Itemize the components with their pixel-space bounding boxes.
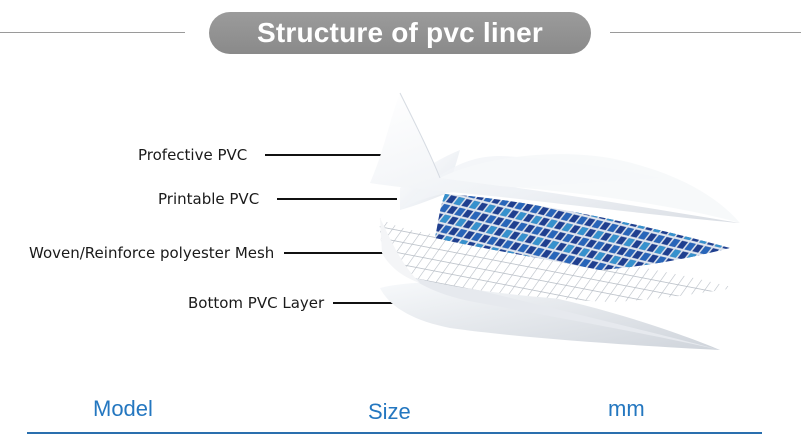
column-header-size: Size (368, 399, 411, 424)
layer-label-printable-pvc: Printable PVC (158, 190, 260, 208)
leader-line-protective-pvc (265, 154, 387, 156)
diagram-title: Structure of pvc liner (209, 12, 591, 54)
layer-label-protective-pvc: Profective PVC (138, 146, 248, 164)
layer-label-bottom-pvc: Bottom PVC Layer (188, 294, 325, 312)
liner-layers-illustration (370, 92, 740, 350)
title-rule-right (610, 32, 801, 33)
column-header-unit: mm (608, 396, 645, 421)
title-rule-left (0, 32, 185, 33)
leader-line-printable-pvc (277, 198, 397, 200)
layer-label-polyester-mesh: Woven/Reinforce polyester Mesh (29, 244, 275, 262)
column-header-model: Model (93, 396, 153, 421)
leader-line-polyester-mesh (284, 252, 406, 254)
table-header-underline (27, 432, 762, 434)
